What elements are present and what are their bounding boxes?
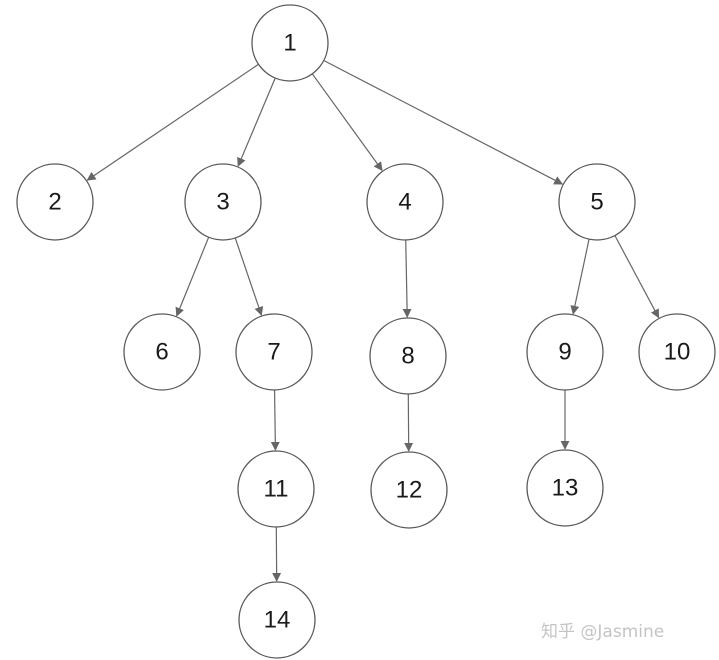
node-14: 14: [238, 581, 316, 659]
node-label: 6: [155, 339, 168, 366]
edge-1-5: [323, 59, 564, 185]
node-circle: [16, 163, 94, 241]
node-12: 12: [370, 451, 448, 529]
node-8: 8: [369, 317, 447, 395]
node-label: 12: [396, 477, 423, 504]
edge-5-9: [570, 239, 590, 315]
edge-1-3: [237, 77, 276, 167]
node-label: 11: [264, 476, 289, 503]
node-6: 6: [123, 313, 201, 391]
node-3: 3: [184, 163, 262, 241]
node-label: 13: [552, 475, 579, 502]
watermark: 知乎 @Jasmine: [541, 622, 665, 642]
node-label: 1: [283, 30, 296, 57]
node-circle: [184, 163, 262, 241]
node-circle: [123, 313, 201, 391]
node-circle: [251, 4, 329, 82]
edge-7-11: [270, 389, 280, 451]
edge-3-7: [234, 237, 264, 316]
node-10: 10: [638, 313, 716, 391]
node-4: 4: [366, 163, 444, 241]
node-label: 2: [48, 189, 61, 216]
tree-edges: [86, 59, 660, 582]
node-label: 9: [558, 339, 571, 366]
node-circle: [558, 163, 636, 241]
node-circle: [369, 317, 447, 395]
edge-3-6: [175, 236, 210, 317]
edge-1-2: [86, 63, 259, 181]
edge-5-10: [614, 235, 660, 319]
node-circle: [370, 451, 448, 529]
node-circle: [366, 163, 444, 241]
node-1: 1: [251, 4, 329, 82]
node-9: 9: [526, 313, 604, 391]
node-circle: [237, 450, 315, 528]
node-label: 7: [267, 339, 280, 366]
node-13: 13: [526, 449, 604, 527]
node-circle: [526, 449, 604, 527]
node-label: 5: [590, 189, 603, 216]
node-circle: [238, 581, 316, 659]
edge-4-8: [402, 239, 412, 318]
node-circle: [526, 313, 604, 391]
node-circle: [638, 313, 716, 391]
node-label: 8: [401, 343, 414, 370]
node-label: 3: [216, 189, 229, 216]
node-label: 4: [398, 189, 411, 216]
node-5: 5: [558, 163, 636, 241]
node-label: 10: [664, 339, 691, 366]
edge-1-4: [311, 73, 383, 172]
node-7: 7: [235, 313, 313, 391]
node-2: 2: [16, 163, 94, 241]
node-label: 14: [264, 607, 291, 634]
node-11: 11: [237, 450, 315, 528]
node-circle: [235, 313, 313, 391]
